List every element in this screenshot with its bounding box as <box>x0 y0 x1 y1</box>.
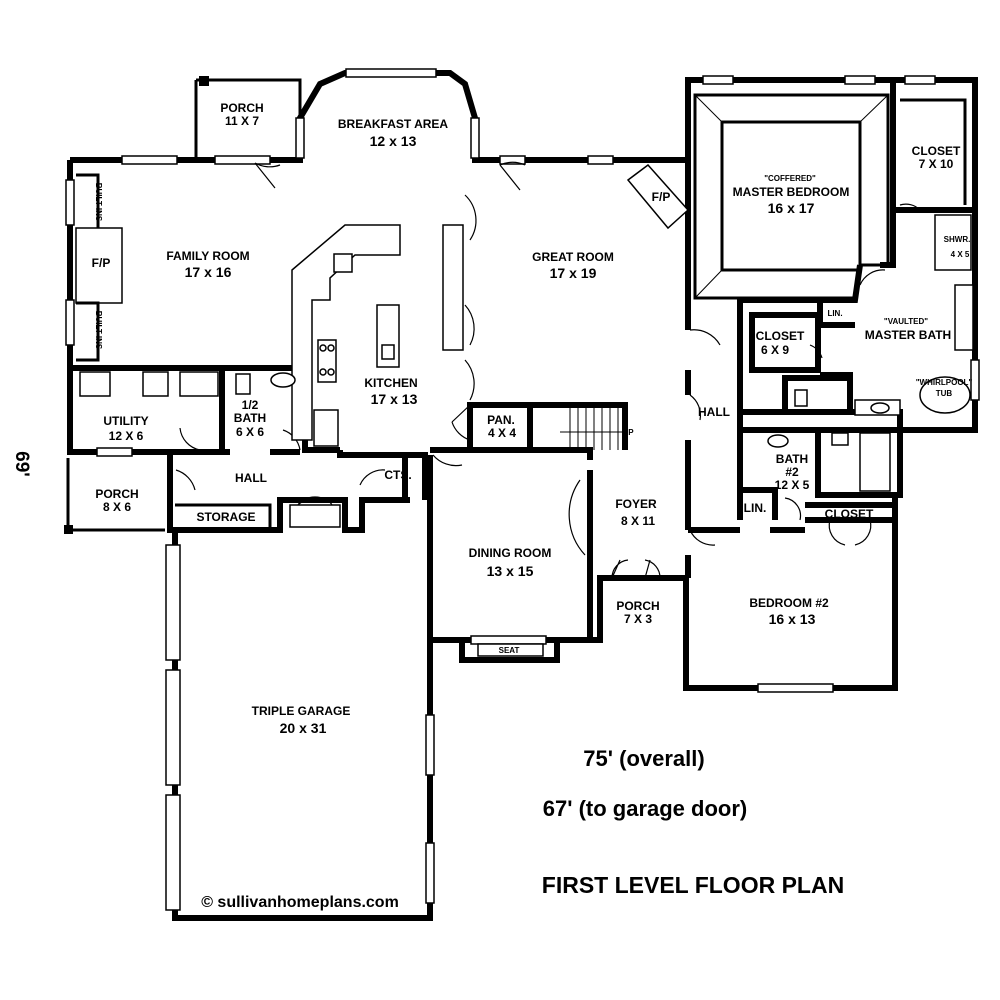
whirlpool-line1: "WHIRLPOOL" <box>916 378 973 387</box>
bath2-line2: #2 <box>785 465 799 479</box>
closet-bed2: CLOSET <box>825 507 874 521</box>
master-bath-note: "VAULTED" <box>884 317 928 326</box>
closet-master-size: 7 X 10 <box>919 157 954 171</box>
master-bed-note: "COFFERED" <box>764 174 816 183</box>
porch-top-name: PORCH <box>220 101 263 115</box>
stair-up: UP <box>622 428 634 437</box>
depth-dimension: 69' <box>11 451 32 477</box>
bath2-line1: BATH <box>776 452 808 466</box>
plan-title: FIRST LEVEL FLOOR PLAN <box>542 872 844 898</box>
half-bath-line2: BATH <box>234 411 266 425</box>
great-fp: F/P <box>652 190 671 204</box>
builtin-lower: BUILT-INS <box>94 311 103 350</box>
foyer-size: 8 X 11 <box>621 514 655 528</box>
dimension-labels: 69' 75' (overall) 67' (to garage door) <box>11 451 747 821</box>
closet-6x9-size: 6 X 9 <box>761 343 789 357</box>
dining-name: DINING ROOM <box>469 546 552 560</box>
master-bath-name: MASTER BATH <box>865 328 951 342</box>
porch-top-size: 11 X 7 <box>225 114 259 128</box>
kitchen-name: KITCHEN <box>364 376 417 390</box>
windows <box>65 68 980 911</box>
shower-size: 4 X 5 <box>951 250 970 259</box>
bedroom2-size: 16 x 13 <box>769 611 816 627</box>
garage-size: 20 x 31 <box>280 720 327 736</box>
room-labels: PORCH 11 X 7 BREAKFAST AREA 12 x 13 FAMI… <box>92 101 973 736</box>
bedroom2-name: BEDROOM #2 <box>749 596 829 610</box>
overall-width: 75' (overall) <box>583 746 704 771</box>
porch-left-name: PORCH <box>95 487 138 501</box>
great-size: 17 x 19 <box>550 265 597 281</box>
kitchen-size: 17 x 13 <box>371 391 418 407</box>
fixtures <box>64 76 974 657</box>
garage-door-width: 67' (to garage door) <box>543 796 747 821</box>
closet-master-name: CLOSET <box>912 144 961 158</box>
storage-label: STORAGE <box>196 510 255 524</box>
lin-bath2: LIN. <box>744 501 767 515</box>
whirlpool-line2: TUB <box>936 389 953 398</box>
half-bath-size: 6 X 6 <box>236 425 264 439</box>
garage-name: TRIPLE GARAGE <box>252 704 351 718</box>
builtin-upper: BUILT-INS <box>94 183 103 222</box>
walls <box>67 70 978 921</box>
shower-name: SHWR. <box>944 235 971 244</box>
porch-left-size: 8 X 6 <box>103 500 131 514</box>
breakfast-name: BREAKFAST AREA <box>338 117 449 131</box>
cts-label: CTS. <box>384 468 411 482</box>
dining-size: 13 x 15 <box>487 563 534 579</box>
lin-master: LIN. <box>827 309 842 318</box>
copyright-text: © sullivanhomeplans.com <box>201 894 399 911</box>
pantry-name: PAN. <box>487 413 515 427</box>
utility-size: 12 X 6 <box>109 429 144 443</box>
bath2-size: 12 X 5 <box>775 478 810 492</box>
master-bed-size: 16 x 17 <box>768 200 815 216</box>
pantry-size: 4 X 4 <box>488 426 516 440</box>
foyer-name: FOYER <box>615 497 657 511</box>
family-fp: F/P <box>92 256 111 270</box>
utility-name: UTILITY <box>103 414 148 428</box>
family-size: 17 x 16 <box>185 264 232 280</box>
breakfast-size: 12 x 13 <box>370 133 417 149</box>
seat-label: SEAT <box>499 646 520 655</box>
porch-front-size: 7 X 3 <box>624 612 652 626</box>
master-bed-name: MASTER BEDROOM <box>733 185 850 199</box>
hall-left: HALL <box>235 471 267 485</box>
half-bath-line1: 1/2 <box>242 398 259 412</box>
closet-6x9-name: CLOSET <box>756 329 805 343</box>
family-name: FAMILY ROOM <box>166 249 249 263</box>
great-name: GREAT ROOM <box>532 250 614 264</box>
hall-right: HALL <box>698 405 730 419</box>
porch-front-name: PORCH <box>616 599 659 613</box>
